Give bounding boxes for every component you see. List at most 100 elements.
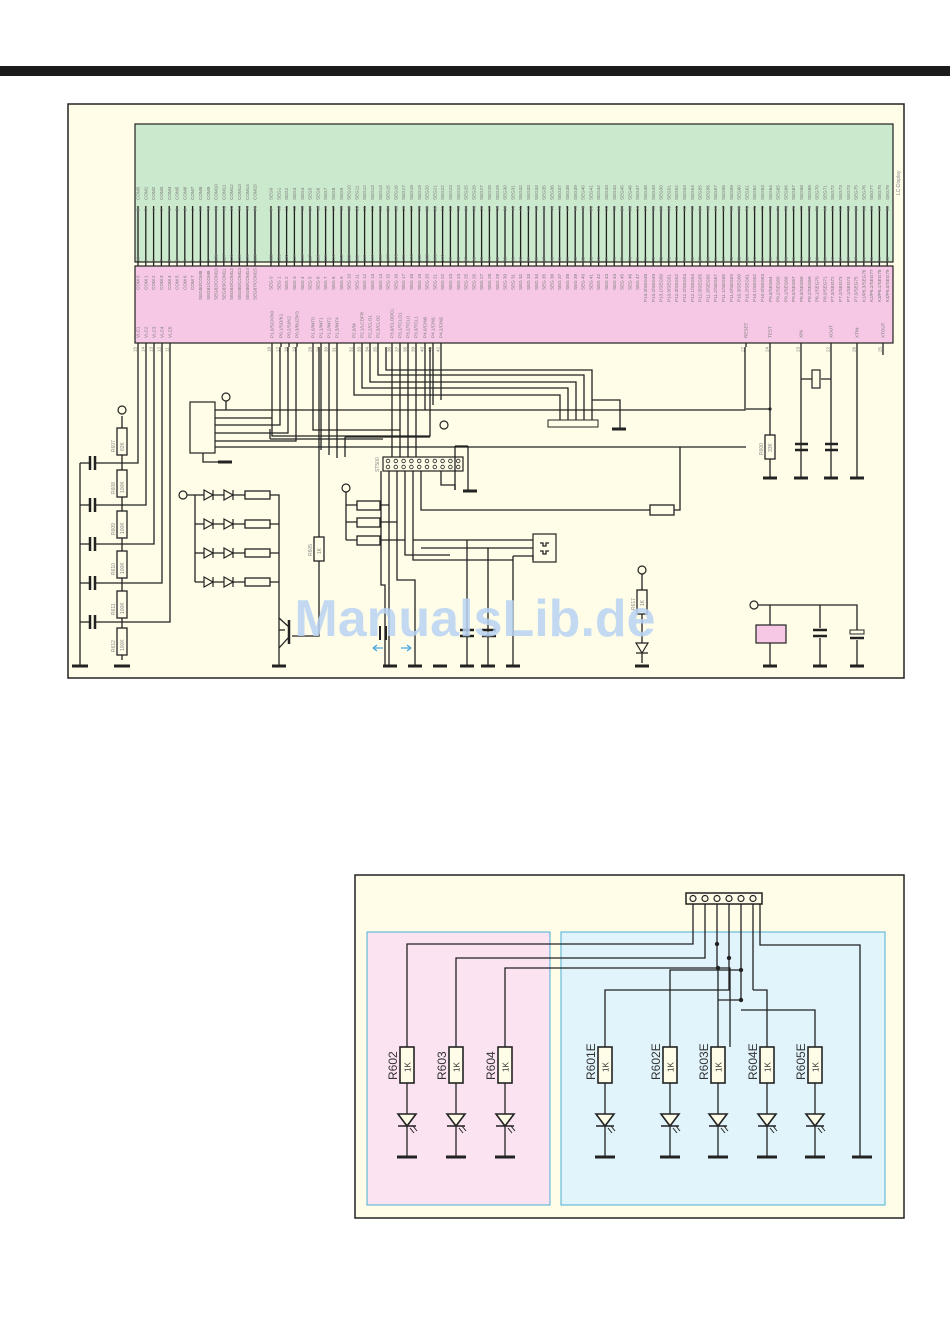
lcd-pin-label: SEG43: [604, 185, 609, 200]
connector-pin: [448, 464, 453, 470]
lcd-pin-number: 64: [698, 205, 703, 211]
lcd-pin-number: 27: [409, 205, 414, 211]
mcu-pin-label: SEG 10: [347, 273, 352, 290]
mcu-pin-label: SEG 13: [370, 273, 375, 290]
lcd-pin-label: COM6: [182, 186, 187, 200]
lcd-pin-label: SEG48: [643, 185, 648, 200]
mcu-pin-number: 110: [362, 254, 367, 262]
mcu-pin-number: 7: [159, 259, 164, 262]
lcd-pin-label: COM14: [245, 184, 250, 200]
page-header-bar: [0, 66, 950, 76]
mcu-pin-number: 116: [315, 254, 320, 262]
lcd-pin-label: SEG26: [471, 185, 476, 200]
lcd-pin-number: 32: [448, 205, 453, 211]
mcu-pin-number: 65: [713, 256, 718, 262]
resistor-value: 1K: [812, 1062, 821, 1072]
resistor-ref: R611: [111, 603, 117, 615]
mcu-pin-number: 101: [432, 254, 437, 262]
mcu-pin-number: 128: [214, 254, 219, 262]
lcd-pin-label: SEG70: [815, 185, 820, 200]
mcu-pin-label: P4.1/CIN1: [431, 316, 436, 338]
mcu-pin-label: SEG 2: [284, 276, 289, 290]
lcd-pin-number: 81: [830, 205, 835, 211]
mcu-pin-number: 34: [365, 346, 370, 352]
mcu-pin-number: 26: [852, 346, 857, 352]
resistor-ref: R602: [386, 1051, 400, 1080]
lcd-pin-number: 49: [581, 205, 586, 211]
mcu-pin-label: SEG 41: [588, 273, 593, 290]
resistor: [448, 1046, 464, 1084]
mcu-pin-label: P4.0/CIN0: [423, 316, 428, 338]
mcu-pin-number: 44: [877, 256, 882, 262]
lcd-pin-label: SEG47: [635, 185, 640, 200]
mcu-pin-label: P9.0/SEG67: [791, 276, 796, 302]
resistor-value: 1K: [602, 1062, 611, 1072]
lcd-pin-label: SEG51: [666, 185, 671, 200]
mcu-pin-label: SEG 46: [627, 273, 632, 290]
lcd-pin-number: 53: [612, 205, 617, 211]
mcu-pin-label: COM 5: [175, 275, 180, 290]
connector-pin: [440, 458, 445, 464]
lcd-pin-label: SEG72: [830, 185, 835, 200]
resistor: [662, 1046, 678, 1084]
lcd-pin-number: 61: [674, 205, 679, 211]
mcu-pin-number: 16: [284, 346, 289, 352]
mcu-pin-number: 22: [826, 346, 831, 352]
lcd-pin-label: COM3: [159, 186, 164, 200]
mcu-pin-number: 2: [198, 259, 203, 262]
lcd-pin-label: SEG31: [510, 185, 515, 200]
mcu-pin-label: P2.2/CLO1: [368, 315, 373, 338]
lcd-pin-number: 96: [253, 205, 258, 211]
lcd-pin-number: 91: [214, 205, 219, 211]
lcd-pin-label: COM15: [253, 184, 258, 200]
lcd-pin-number: 29: [425, 205, 430, 211]
lcd-pin-number: 35: [471, 205, 476, 211]
lcd-pin-number: 20: [354, 205, 359, 211]
mcu-pin-number: 120: [284, 254, 289, 262]
lcd-pin-label: SEG7: [323, 187, 328, 200]
mcu-pin-label: SEG 44: [612, 273, 617, 290]
mcu-pin-label: TEST: [768, 326, 773, 338]
resistor: [244, 519, 271, 529]
lcd-pin-label: COM1: [143, 186, 148, 200]
led-icon: [223, 546, 235, 560]
mcu-pin-number: 117: [308, 254, 313, 262]
connector-pin: [456, 458, 461, 464]
resistor-ref: R607: [111, 440, 117, 452]
lcd-pin-number: 18: [339, 205, 344, 211]
connector-pin: [417, 458, 422, 464]
mcu-pin-label: SEG 21: [432, 273, 437, 290]
lcd-pin-number: 17: [331, 205, 336, 211]
mcu-pin-label: P8.1/SEG70: [815, 276, 820, 302]
lcd-pin-number: 45: [549, 205, 554, 211]
lcd-pin-label: SEG17: [401, 185, 406, 200]
mcu-pin-number: 97: [464, 256, 469, 262]
resistor: [116, 550, 128, 579]
mcu-pin-label: P2.0/M: [352, 323, 357, 338]
resistor: [116, 590, 128, 619]
mcu-pin-label: P3.1/TCLO1: [398, 312, 403, 338]
lcd-pin-label: SEG58: [721, 185, 726, 200]
mcu-pin-number: 82: [581, 256, 586, 262]
clock-reset-area: R600 33K: [746, 347, 865, 668]
lcd-pin-label: SEG62: [752, 185, 757, 200]
mcu-pin-label: COM 7: [190, 275, 195, 290]
lcd-pin-label: SEG19: [417, 185, 422, 200]
mcu-pin-number: 75: [635, 256, 640, 262]
mcu-pin-label: K2/P6.2/SEG77: [869, 269, 874, 302]
lcd-pin-number: 4: [167, 208, 172, 211]
lcd-pin-label: SEG66: [783, 185, 788, 200]
mcu-pin-label: SEG 8: [331, 276, 336, 290]
lcd-pin-number: 51: [596, 205, 601, 211]
mcu-pin-number: 18: [267, 346, 272, 352]
mcu-pin-number: 80: [596, 256, 601, 262]
connector-pin: [749, 894, 757, 903]
st500-connector-area: ST500 R617 1K: [269, 347, 681, 668]
mcu-pin-label: P4.2/CIN2: [439, 316, 444, 338]
lcd-pin-label: SEG21: [432, 185, 437, 200]
mcu-pin-number: 67: [698, 256, 703, 262]
connector-pin: [417, 464, 422, 470]
lcd-pin-number: 13: [300, 205, 305, 211]
connector-pin: [385, 464, 391, 470]
mcu-pin-label: P13.3/SEG48: [643, 273, 648, 302]
